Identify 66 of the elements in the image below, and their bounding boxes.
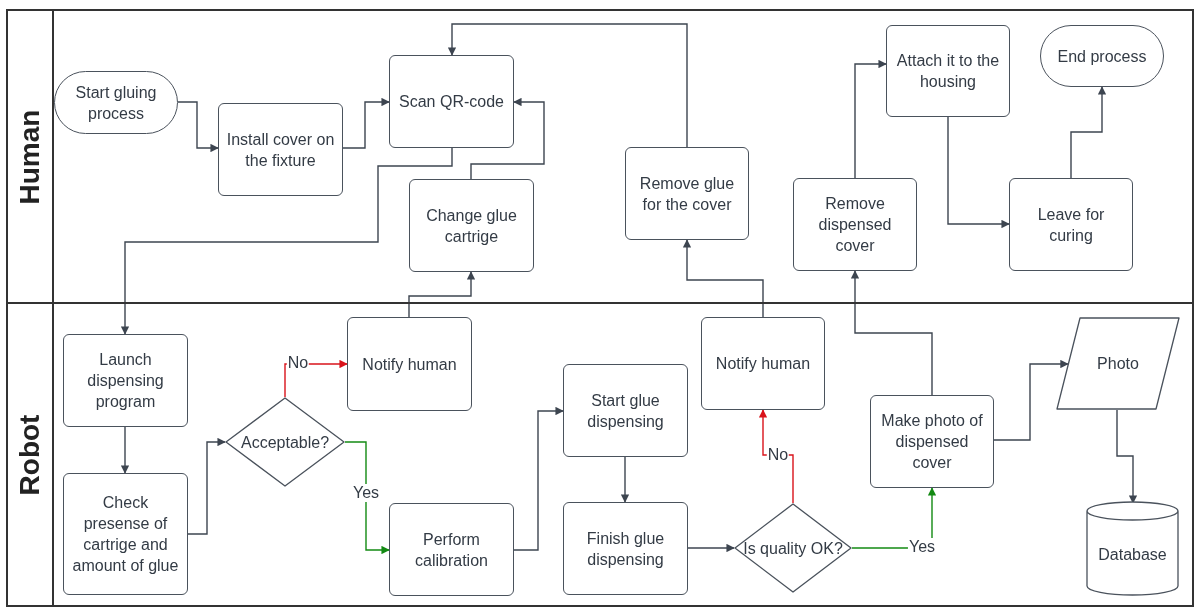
- process-box: [409, 179, 534, 272]
- terminal-shape: [54, 71, 178, 134]
- node-label: Finish glue dispensing: [585, 528, 666, 570]
- process-box: [63, 334, 188, 427]
- node-label: Scan QR-code: [398, 92, 505, 112]
- edge-label: Yes: [351, 484, 381, 502]
- node-label: Remove dispensed cover: [817, 194, 893, 256]
- arrow: [1070, 86, 1107, 179]
- arrow: [120, 426, 130, 474]
- arrow: [1116, 409, 1138, 504]
- process-box: [625, 147, 749, 240]
- process-box: [793, 178, 917, 271]
- arrow: [470, 97, 545, 180]
- arrow: [620, 456, 630, 503]
- arrow: [344, 441, 390, 555]
- process-box: [389, 55, 514, 148]
- node-label: Notify human: [361, 354, 458, 375]
- arrow: [682, 239, 764, 318]
- arrow: [758, 409, 794, 504]
- data-parallelogram: [1056, 317, 1180, 410]
- node-label: End process: [1056, 46, 1148, 67]
- process-box: [347, 317, 472, 411]
- node-label: Check presense of cartrige and amount of glue: [71, 493, 180, 576]
- database-cylinder: [1086, 502, 1179, 595]
- decision-diamond: [734, 503, 852, 593]
- arrow: [177, 101, 219, 153]
- node-label: Perform calibration: [414, 529, 489, 571]
- node-label: Leave for curing: [1036, 204, 1106, 246]
- lane-label: Human: [14, 109, 46, 204]
- node-label: Change glue cartrige: [425, 205, 518, 247]
- node-label: Start glue dispensing: [586, 390, 665, 432]
- node-label: Acceptable?: [239, 432, 331, 453]
- lane-label: Robot: [14, 414, 46, 495]
- node-label: Photo: [1096, 354, 1140, 374]
- process-box: [1009, 178, 1133, 271]
- arrow: [187, 437, 226, 535]
- node-label: Make photo of dispensed cover: [880, 411, 984, 473]
- swimlane: [6, 9, 1194, 304]
- node-label: Install cover on the fixture: [225, 129, 336, 171]
- decision-diamond: [225, 397, 345, 487]
- arrow: [687, 543, 735, 553]
- arrow: [120, 147, 453, 335]
- process-box: [563, 364, 688, 457]
- node-label: Database: [1097, 545, 1168, 565]
- node-label: Launch dispensing program: [86, 350, 165, 412]
- node-label: Notify human: [714, 354, 812, 374]
- arrow: [513, 406, 564, 551]
- arrow: [854, 59, 887, 179]
- process-box: [563, 502, 688, 595]
- arrow: [447, 23, 688, 148]
- node-label: Start gluing process: [74, 82, 158, 124]
- process-box: [886, 25, 1010, 117]
- node-label: Attach it to the housing: [895, 51, 1001, 92]
- process-box: [701, 317, 825, 410]
- arrow: [947, 116, 1010, 229]
- swimlane: [6, 302, 1194, 607]
- process-box: [218, 103, 343, 196]
- node-label: Is quality OK?: [742, 538, 844, 559]
- arrow: [408, 271, 476, 318]
- process-box: [870, 395, 994, 488]
- arrow: [850, 270, 933, 396]
- process-box: [389, 503, 514, 596]
- arrow: [342, 97, 390, 149]
- node-label: Remove glue for the cover: [638, 173, 736, 215]
- process-box: [63, 473, 188, 595]
- arrow: [993, 359, 1069, 441]
